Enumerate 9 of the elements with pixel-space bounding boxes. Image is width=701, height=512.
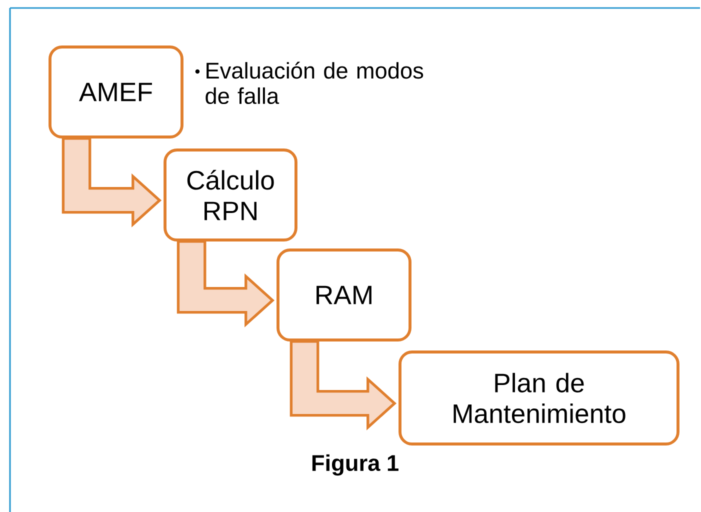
- process-box: Plan de Mantenimiento: [398, 350, 680, 446]
- caption: Figura 1: [312, 454, 398, 476]
- bullet-note: Evaluación de modos de falla: [206, 62, 424, 104]
- arrow: [62, 137, 162, 228]
- process-box: AMEF: [48, 46, 184, 138]
- process-box: Cálculo RPN: [164, 148, 298, 242]
- process-box: RAM: [276, 248, 412, 342]
- arrow: [290, 340, 397, 430]
- arrow: [176, 240, 275, 328]
